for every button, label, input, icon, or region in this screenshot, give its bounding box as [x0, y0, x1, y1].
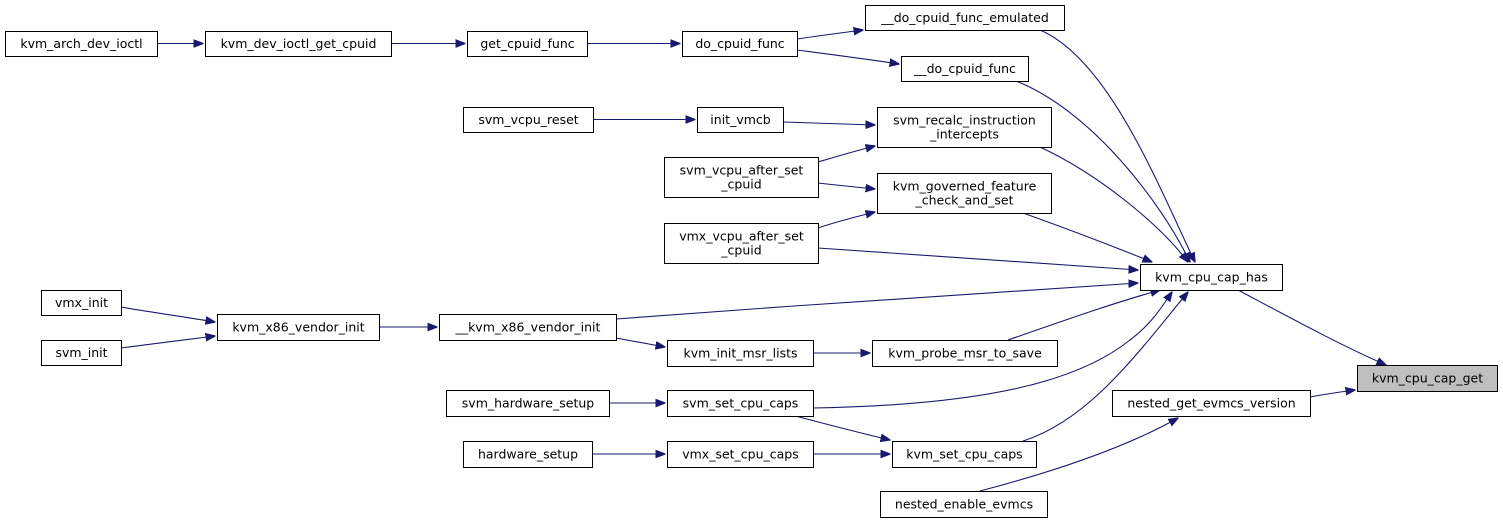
node-label: kvm_dev_ioctl_get_cpuid [221, 36, 377, 51]
node-label: nested_enable_evmcs [895, 497, 1033, 512]
node-vmx-init[interactable]: vmx_init [41, 290, 122, 316]
edge-svm_set_cpu_caps-to-kvm_cpu_cap_has [812, 292, 1172, 409]
node-kvm-probe-msr-to-save[interactable]: kvm_probe_msr_to_save [872, 340, 1058, 367]
node-kvm-init-msr-lists[interactable]: kvm_init_msr_lists [667, 340, 814, 367]
node-label: __do_cpuid_func_emulated [880, 10, 1049, 25]
node-label: init_vmcb [710, 112, 770, 127]
node-label: get_cpuid_func [480, 36, 574, 51]
node-label: hardware_setup [478, 447, 578, 462]
node-label: kvm_init_msr_lists [683, 346, 797, 361]
edge-nested_enable_evmcs-to-nested_get_evmcs_version [979, 418, 1178, 492]
node-init-vmcb[interactable]: init_vmcb [697, 107, 784, 133]
node-label: _cpuid [720, 243, 761, 258]
node-label: kvm_x86_vendor_init [232, 320, 364, 335]
node-label: _cpuid [720, 177, 761, 192]
node-label: _intercepts [929, 127, 999, 142]
node-label: do_cpuid_func [695, 36, 784, 51]
edge-__do_cpuid_func_emulated-to-kvm_cpu_cap_has [1039, 29, 1195, 262]
node-kvm-cpu-cap-has[interactable]: kvm_cpu_cap_has [1140, 264, 1283, 291]
node-label: __kvm_x86_vendor_init [455, 320, 601, 335]
node-svm-set-cpu-caps[interactable]: svm_set_cpu_caps [667, 390, 814, 417]
edge-vmx_vcpu_after_set_cpuid-to-kvm_governed_feature_check_and_set [817, 212, 875, 229]
node-kvm-set-cpu-caps[interactable]: kvm_set_cpu_caps [892, 441, 1037, 468]
node-nested-get-evmcs-version[interactable]: nested_get_evmcs_version [1112, 390, 1311, 417]
node-label: svm_vcpu_after_set [680, 163, 804, 178]
node-label: kvm_cpu_cap_get [1372, 371, 1483, 386]
node-label: _check_and_set [915, 193, 1014, 208]
node-do-cpuid-func[interactable]: __do_cpuid_func [901, 56, 1029, 82]
node-label: kvm_cpu_cap_has [1155, 270, 1268, 285]
node-svm-recalc-instruction-intercepts[interactable]: svm_recalc_instruction_intercepts [877, 107, 1052, 148]
node-label: svm_hardware_setup [462, 396, 594, 411]
node-get-cpuid-func[interactable]: get_cpuid_func [467, 31, 588, 57]
edge-__kvm_x86_vendor_init-to-kvm_cpu_cap_has [615, 283, 1138, 320]
node-svm-hardware-setup[interactable]: svm_hardware_setup [446, 390, 610, 417]
edge-init_vmcb-to-svm_recalc_instruction_intercepts [782, 122, 875, 125]
node-svm-vcpu-after-set-cpuid[interactable]: svm_vcpu_after_set_cpuid [664, 157, 819, 198]
node-label: kvm_governed_feature [893, 179, 1037, 194]
node-label: nested_get_evmcs_version [1127, 396, 1295, 411]
edge-vmx_init-to-kvm_x86_vendor_init [120, 306, 215, 322]
edge-svm_vcpu_after_set_cpuid-to-kvm_governed_feature_check_and_set [817, 182, 875, 189]
node-vmx-vcpu-after-set-cpuid[interactable]: vmx_vcpu_after_set_cpuid [664, 223, 819, 264]
node-vmx-set-cpu-caps[interactable]: vmx_set_cpu_caps [667, 441, 814, 468]
node-svm-init[interactable]: svm_init [41, 340, 122, 366]
edge-svm_set_cpu_caps-to-kvm_set_cpu_caps [794, 415, 890, 440]
node-label: __do_cpuid_func [913, 61, 1016, 76]
edge-do_cpuid_func-to-__do_cpuid_func_emulated [796, 30, 863, 40]
node-kvm-x86-vendor-init[interactable]: __kvm_x86_vendor_init [439, 314, 617, 341]
node-label: svm_set_cpu_caps [683, 396, 799, 411]
node-label: vmx_vcpu_after_set [679, 229, 804, 244]
edge-kvm_probe_msr_to_save-to-kvm_cpu_cap_has [1007, 290, 1160, 341]
edge-__do_cpuid_func-to-kvm_cpu_cap_has [1015, 80, 1190, 262]
node-label: svm_recalc_instruction [893, 113, 1036, 128]
node-label: svm_vcpu_reset [478, 112, 578, 127]
edge-svm_vcpu_after_set_cpuid-to-svm_recalc_instruction_intercepts [817, 146, 875, 163]
edge-do_cpuid_func-to-__do_cpuid_func [796, 49, 899, 64]
edge-__kvm_x86_vendor_init-to-kvm_init_msr_lists [615, 337, 665, 347]
node-kvm-governed-feature-check-and-set[interactable]: kvm_governed_feature_check_and_set [877, 173, 1052, 214]
edge-kvm_set_cpu_caps-to-kvm_cpu_cap_has [1022, 292, 1188, 442]
node-label: vmx_init [55, 295, 108, 310]
edge-kvm_governed_feature_check_and_set-to-kvm_cpu_cap_has [1022, 212, 1152, 262]
node-kvm-arch-dev-ioctl[interactable]: kvm_arch_dev_ioctl [5, 31, 158, 57]
node-kvm-dev-ioctl-get-cpuid[interactable]: kvm_dev_ioctl_get_cpuid [205, 31, 392, 57]
edges [120, 29, 1386, 492]
node-kvm-x86-vendor-init[interactable]: kvm_x86_vendor_init [217, 314, 380, 341]
node-label: kvm_set_cpu_caps [906, 447, 1022, 462]
edge-svm_recalc_instruction_intercepts-to-kvm_cpu_cap_has [1039, 146, 1188, 262]
edge-vmx_vcpu_after_set_cpuid-to-kvm_cpu_cap_has [817, 247, 1138, 270]
node-label: vmx_set_cpu_caps [682, 447, 799, 462]
node-do-cpuid-func-emulated[interactable]: __do_cpuid_func_emulated [865, 5, 1065, 31]
node-label: svm_init [55, 345, 107, 360]
node-label: kvm_arch_dev_ioctl [20, 36, 142, 51]
node-svm-vcpu-reset[interactable]: svm_vcpu_reset [463, 107, 594, 133]
edge-kvm_cpu_cap_has-to-kvm_cpu_cap_get [1237, 289, 1386, 365]
node-nested-enable-evmcs[interactable]: nested_enable_evmcs [880, 491, 1048, 518]
node-do-cpuid-func[interactable]: do_cpuid_func [682, 31, 798, 57]
edge-nested_get_evmcs_version-to-kvm_cpu_cap_get [1309, 390, 1355, 398]
node-kvm-cpu-cap-get[interactable]: kvm_cpu_cap_get [1357, 365, 1498, 392]
nodes: kvm_arch_dev_ioctl kvm_dev_ioctl_get_cpui… [5, 5, 1498, 518]
node-label: kvm_probe_msr_to_save [888, 346, 1042, 361]
edge-svm_init-to-kvm_x86_vendor_init [120, 336, 215, 349]
node-hardware-setup[interactable]: hardware_setup [463, 441, 593, 468]
